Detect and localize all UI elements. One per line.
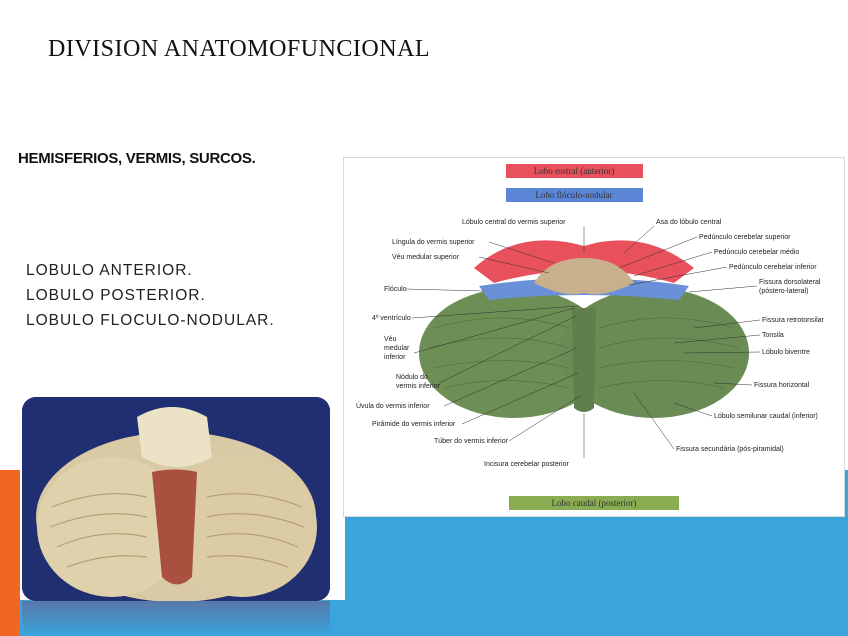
diagram-label: Tonsila [762, 332, 784, 339]
diagram-label: Fissura secundária (pós-piramidal) [676, 446, 784, 453]
lobe-item: LOBULO POSTERIOR. [26, 283, 275, 308]
cerebellum-photo [22, 397, 330, 601]
diagram-label: Pirâmide do vermis inferior [372, 421, 456, 428]
lobe-item: LOBULO FLOCULO-NODULAR. [26, 308, 275, 333]
diagram-label: Pedúnculo cerebelar superior [699, 234, 791, 241]
diagram-label: Lóbulo central do vermis superior [462, 219, 566, 226]
subtitle: HEMISFERIOS, VERMIS, SURCOS. [18, 150, 255, 167]
diagram-label: Véu [384, 336, 397, 343]
diagram-label: Fissura horizontal [754, 382, 810, 389]
diagram-label: vermis inferior [396, 383, 441, 390]
photo-reflection [22, 601, 330, 636]
diagram-label: Lóbulo biventre [762, 349, 810, 356]
rostral-lobe-label: Lobo rostral (anterior) [534, 166, 614, 176]
diagram-label: Fissura retrotonsilar [762, 317, 825, 324]
diagram-label: medular [384, 345, 410, 352]
diagram-label: Lóbulo semilunar caudal (inferior) [714, 413, 818, 420]
diagram-label: 4º ventrículo [372, 315, 411, 322]
diagram-label: Túber do vermis inferior [434, 438, 509, 445]
lobe-list: LOBULO ANTERIOR. LOBULO POSTERIOR. LOBUL… [26, 258, 275, 333]
diagram-label: Véu medular superior [392, 254, 460, 261]
cerebellum-diagram: Lobo rostral (anterior) Lobo flóculo-nod… [343, 157, 845, 517]
orange-accent-bar [0, 470, 20, 636]
diagram-label: Asa do lóbulo central [656, 219, 722, 226]
diagram-label: Pedúnculo cerebelar médio [714, 249, 799, 256]
floculo-lobe-label: Lobo flóculo-nodular [535, 190, 612, 200]
diagram-label: Fissura dorsolateral [759, 279, 821, 286]
diagram-label: Nódulo do [396, 374, 428, 381]
diagram-label: Língula do vermis superior [392, 239, 475, 246]
page-title: DIVISION ANATOMOFUNCIONAL [48, 36, 430, 63]
lobe-item: LOBULO ANTERIOR. [26, 258, 275, 283]
diagram-label: (póstero-lateral) [759, 288, 808, 295]
diagram-label: Incisura cerebelar posterior [484, 461, 569, 468]
diagram-label: Pedúnculo cerebelar inferior [729, 264, 817, 271]
caudal-lobe-label: Lobo caudal (posterior) [552, 498, 637, 508]
diagram-label: inferior [384, 354, 406, 361]
vermis [572, 308, 596, 412]
diagram-label: Flóculo [384, 286, 407, 293]
diagram-label: Úvula do vermis inferior [356, 401, 430, 410]
